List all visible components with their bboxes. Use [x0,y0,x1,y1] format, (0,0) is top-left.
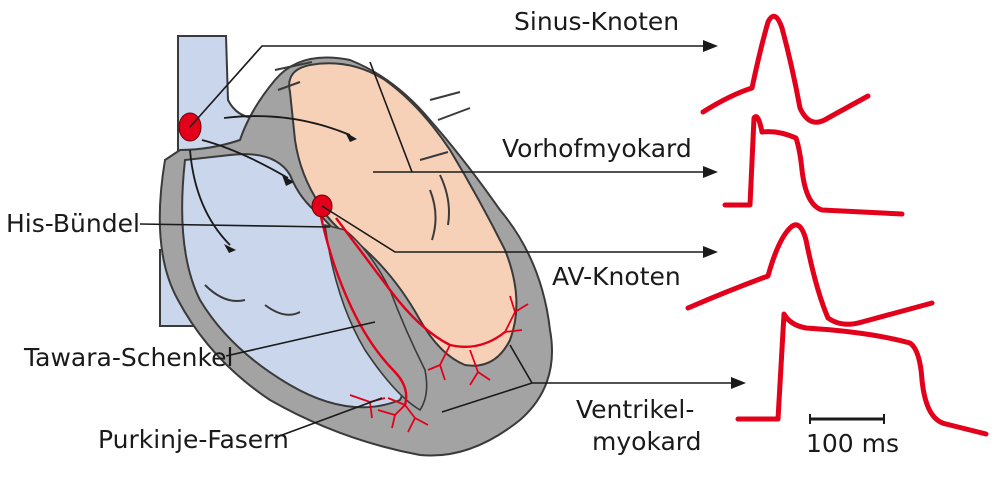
spread-arrow-1 [223,115,351,136]
his-leader [139,223,331,228]
bundle-branches [318,211,506,406]
label-ventrikel-line2: myokard [592,427,702,456]
ap-trace-vorhof [722,114,905,217]
vorhof-leader-diagonal [369,61,413,173]
label-ventrikel-line1: Ventrikel- [576,395,694,424]
vorhof-arrowhead [703,166,718,178]
sinus-arrowhead [703,40,718,52]
ap-trace-ventrikel [735,311,989,437]
label-vorhofmyokard: Vorhofmyokard [502,134,692,163]
text-labels: Sinus-Knoten Vorhofmyokard His-Bündel AV… [6,7,899,458]
heart-illustration [158,35,553,457]
label-tawara-schenkel: Tawara-Schenkel [23,343,233,372]
label-sinus-knoten: Sinus-Knoten [514,7,679,36]
spread-arrow-1-head [345,132,357,142]
tawara-leader [225,321,376,357]
spread-arrow-3 [189,149,231,246]
action-potential-traces [685,13,989,437]
ap-trace-sinus [700,13,871,125]
label-purkinje-fasern: Purkinje-Fasern [98,425,289,454]
pulmonary-veins [274,61,471,161]
ap-trace-av [685,222,935,327]
interventricular-septum [324,223,428,412]
valve-flaps [204,174,450,316]
av-arrowhead [703,246,718,258]
purkinje-leader [273,397,383,439]
spread-arrow-3-head [224,244,236,253]
label-his-buendel: His-Bündel [6,209,140,238]
spread-arrow-2 [201,139,289,179]
leader-lines [139,40,746,439]
spread-arrow-2-head [282,175,294,186]
label-av-knoten: AV-Knoten [552,262,681,291]
av-leader [321,205,705,253]
ventrikel-leader-upper [509,344,533,384]
label-scale: 100 ms [806,429,899,458]
sinus-leader [189,45,705,128]
ventrikel-arrowhead [731,377,746,389]
